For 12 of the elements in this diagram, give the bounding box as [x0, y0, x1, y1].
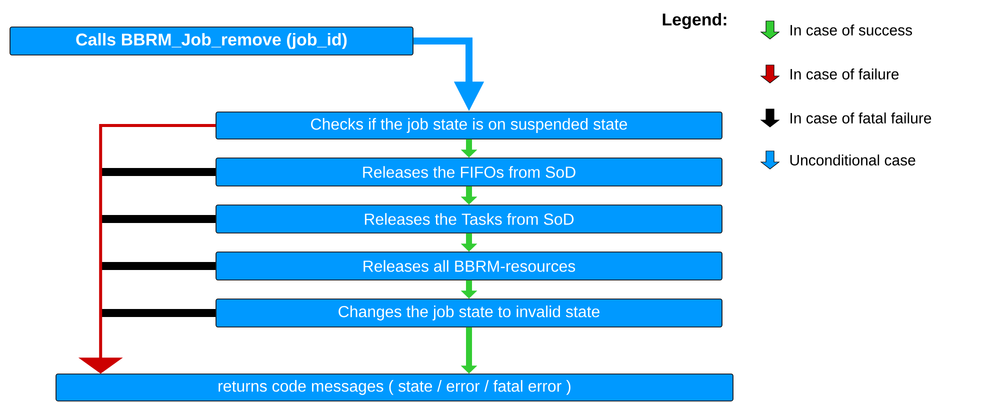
process-box: Releases the Tasks from SoD [216, 204, 722, 234]
process-box: returns code messages ( state / error / fatal error ) [56, 374, 734, 402]
legend-text: In case of fatal failure [790, 112, 932, 124]
process-box: Checks if the job state is on suspended state [216, 112, 722, 140]
process-box: Releases all BBRM-resources [216, 252, 722, 280]
process-box: Releases the FIFOs from SoD [216, 158, 722, 186]
process-box: Changes the job state to invalid state [216, 298, 722, 328]
legend-heading: Legend: [662, 13, 726, 29]
process-box: Calls BBRM_Job_remove (job_id) [10, 26, 414, 56]
legend-text: In case of success [790, 24, 912, 36]
legend-text: In case of failure [790, 68, 899, 80]
legend-text: Unconditional case [790, 154, 916, 166]
